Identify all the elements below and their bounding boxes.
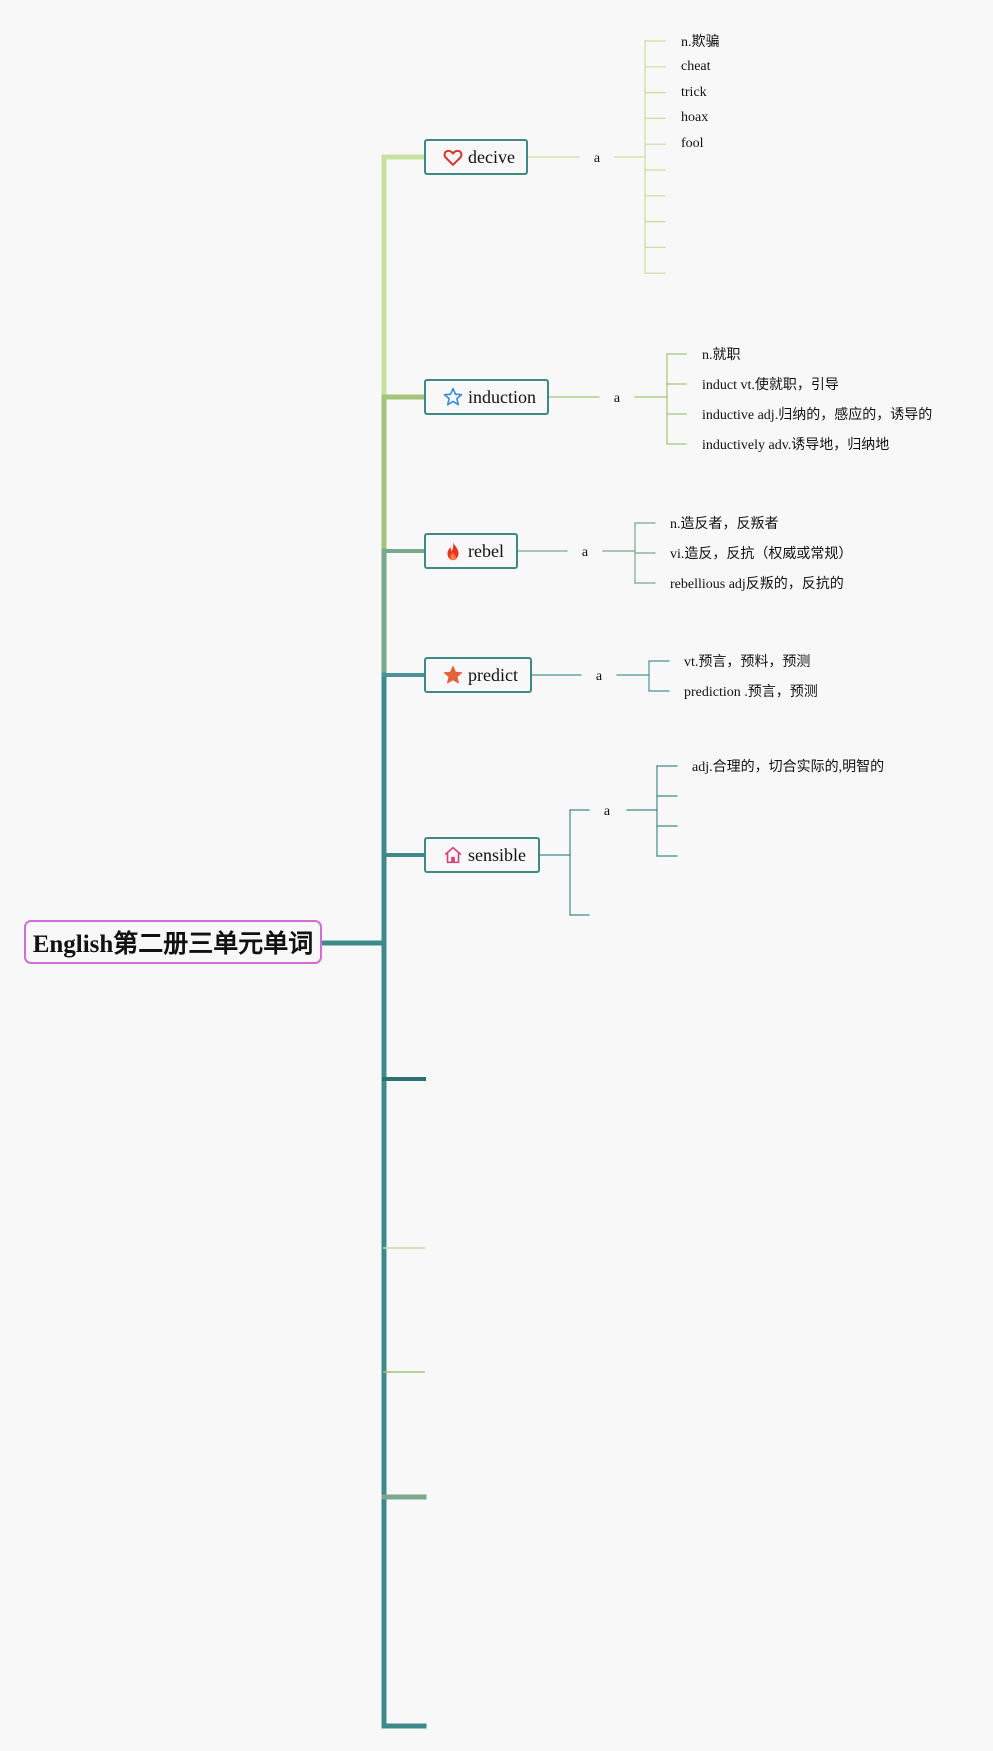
sense-leaf[interactable]: inductively adv.诱导地，归纳地 xyxy=(702,438,890,453)
topic-node-predict[interactable]: predict xyxy=(424,657,532,693)
topic-word: rebel xyxy=(468,540,504,561)
subtopic-label[interactable]: a xyxy=(593,151,601,166)
topic-word: predict xyxy=(468,664,518,685)
topic-node-decive[interactable]: decive xyxy=(424,139,528,175)
star-outline-icon xyxy=(442,386,464,408)
heart-icon xyxy=(442,146,464,168)
sense-leaf[interactable]: adj.合理的，切合实际的,明智的 xyxy=(692,760,885,775)
sense-leaf[interactable]: prediction .预言，预测 xyxy=(684,685,818,700)
sense-leaf[interactable]: n.造反者，反叛者 xyxy=(670,517,779,532)
house-icon xyxy=(442,844,464,866)
sense-leaf[interactable]: vi.造反，反抗（权威或常规） xyxy=(670,547,853,562)
sense-leaf[interactable]: vt.预言，预料，预测 xyxy=(684,655,811,670)
subtopic-label[interactable]: a xyxy=(613,391,621,406)
subtopic-label[interactable]: a xyxy=(595,669,603,684)
topic-node-rebel[interactable]: rebel xyxy=(424,533,518,569)
sense-leaf[interactable]: induct vt.使就职，引导 xyxy=(702,378,839,393)
sense-leaf[interactable]: trick xyxy=(681,84,707,100)
sense-leaf[interactable]: rebellious adj反叛的，反抗的 xyxy=(670,577,844,592)
topic-word: induction xyxy=(468,386,536,407)
sense-leaf[interactable]: n.就职 xyxy=(702,348,741,363)
sense-leaf[interactable]: fool xyxy=(681,136,704,152)
star-filled-icon xyxy=(442,664,464,686)
topic-word: sensible xyxy=(468,844,526,865)
topic-word: decive xyxy=(468,146,515,167)
flame-icon xyxy=(442,540,464,562)
root-topic[interactable]: English第二册三单元单词 xyxy=(24,920,322,964)
sense-leaf[interactable]: cheat xyxy=(681,58,711,74)
subtopic-label[interactable]: a xyxy=(603,804,611,819)
subtopic-label[interactable]: a xyxy=(581,545,589,560)
topic-node-induction[interactable]: induction xyxy=(424,379,549,415)
topic-node-sensible[interactable]: sensible xyxy=(424,837,540,873)
sense-leaf[interactable]: inductive adj.归纳的，感应的，诱导的 xyxy=(702,408,933,423)
sense-leaf[interactable]: hoax xyxy=(681,110,709,126)
sense-leaf[interactable]: n.欺骗 xyxy=(681,35,720,50)
